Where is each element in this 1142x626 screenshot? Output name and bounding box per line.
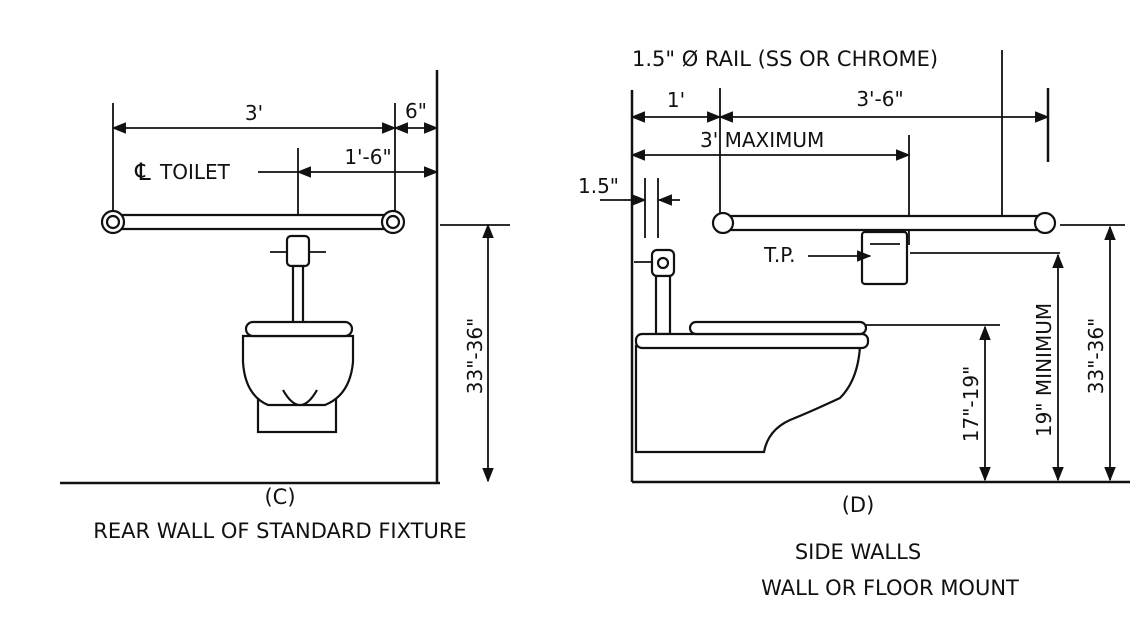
grab-bar-side (711, 211, 1057, 235)
seat-height-label: 17"-19" (959, 366, 983, 443)
panel-d-side-walls: 1.5" Ø RAIL (SS OR CHROME) 1' 3'-6" 3' M… (578, 47, 1130, 600)
dim-1ft6in-label: 1'-6" (344, 145, 391, 169)
dim-3ft6in-label: 3'-6" (856, 87, 903, 111)
centerline-symbol: ℄ (134, 158, 151, 186)
dim-3ft-label: 3' (245, 101, 263, 125)
rail-note-label: 1.5" Ø RAIL (SS OR CHROME) (632, 47, 938, 71)
flush-valve-side-icon (634, 248, 676, 336)
caption-c-letter: (C) (264, 485, 295, 509)
toilet-side-icon (634, 320, 870, 454)
caption-d-line1: SIDE WALLS (795, 540, 921, 564)
dim-1ft-label: 1' (667, 88, 685, 112)
panel-c-rear-wall: 3' 6" 1'-6" ℄ TOILET 33"-36" (C) REAR WA… (60, 70, 510, 543)
caption-d-line2: WALL OR FLOOR MOUNT (761, 576, 1019, 600)
dim-6in-label: 6" (405, 99, 427, 123)
dim-3ft-max-label: 3' MAXIMUM (700, 128, 824, 152)
caption-c-title: REAR WALL OF STANDARD FIXTURE (93, 519, 466, 543)
toilet-front-icon (241, 320, 355, 434)
tp-min-label: 19" MINIMUM (1032, 303, 1056, 437)
flush-valve-icon (270, 234, 326, 326)
grab-bar-rear (100, 209, 406, 235)
height-33-36-label-c: 33"-36" (463, 318, 487, 395)
toilet-paper-dispenser-icon (808, 230, 909, 286)
height-33-36-label-d: 33"-36" (1084, 318, 1108, 395)
dim-1-5in-label: 1.5" (578, 174, 619, 198)
caption-d-letter: (D) (842, 493, 875, 517)
tp-label: T.P. (763, 243, 796, 267)
toilet-label: TOILET (159, 160, 231, 184)
